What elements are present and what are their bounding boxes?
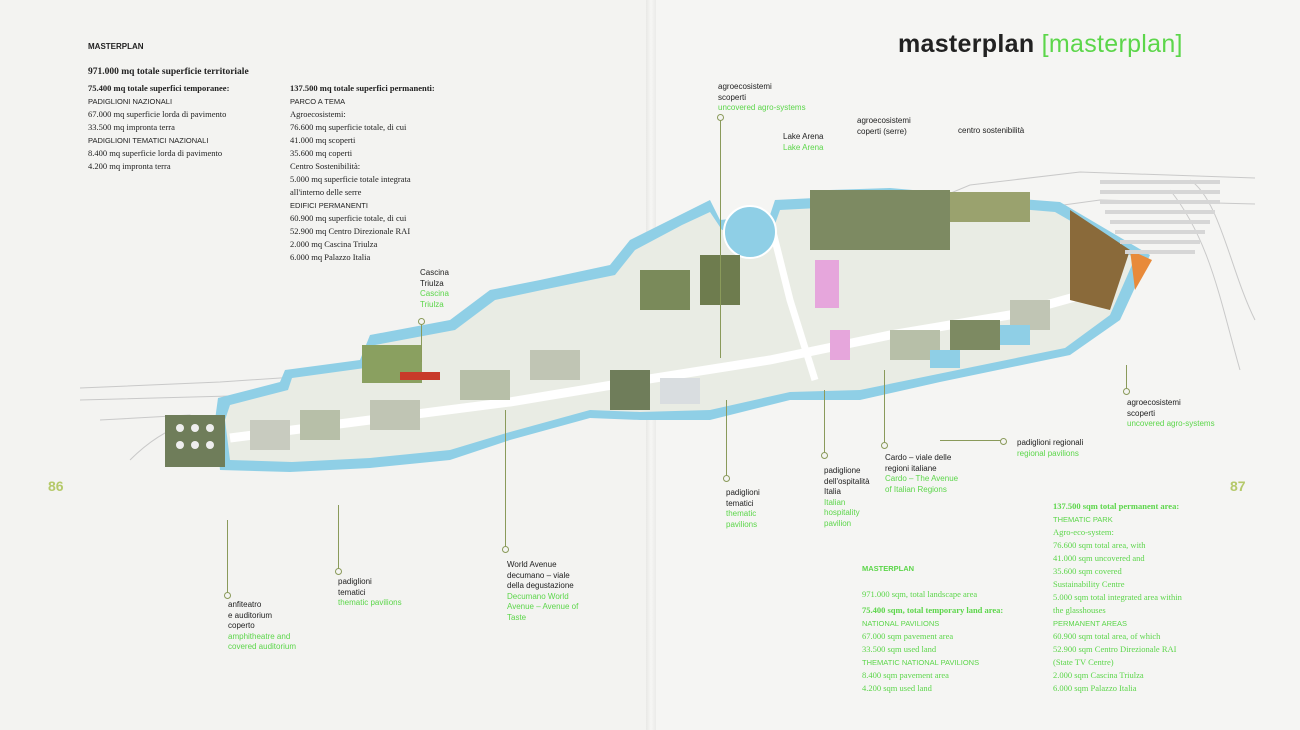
label-agro-coperti: agroecosistemi coperti (serre) [857,116,911,136]
label-ospitalita: padiglione dell'ospitalità Italia Italia… [824,466,870,528]
label-cardo: Cardo – viale delle regioni italiane Car… [885,453,959,494]
right-col1-line: 33.500 sqm used land [862,644,937,654]
left-col1-line: 33.500 mq impronta terra [88,122,175,132]
masterplan-map [79,171,1256,472]
right-col2-line: 52.900 sqm Centro Direzionale RAI [1053,644,1177,654]
right-col1-line: 4.200 sqm used land [862,683,932,693]
leader-dot [502,546,509,553]
label-cascina-triulza: Cascina Triulza Cascina Triulza [420,268,449,309]
page-number-left: 86 [48,478,64,494]
leader-dot [717,114,724,121]
right-col2-line: 76.600 sqm total area, with [1053,540,1146,550]
left-col2-line: 41.000 mq scoperti [290,135,356,145]
right-heading: MASTERPLAN [862,564,915,573]
left-col1-line: 8.400 mq superficie lorda di pavimento [88,148,223,158]
right-col2-line: 6.000 sqm Palazzo Italia [1053,683,1137,693]
right-col1-line: 971.000 sqm, total landscape area [862,589,978,599]
leader-line [726,400,727,478]
right-col2-line: 2.000 sqm Cascina Triulza [1053,670,1144,680]
left-col2-line: 2.000 mq Cascina Triulza [290,239,378,249]
left-col2-line: 35.600 mq coperti [290,148,353,158]
right-col1-line: 75.400 sqm, total temporary land area: [862,605,1004,615]
page-number-right: 87 [1230,478,1246,494]
parking-area [1100,180,1220,254]
right-col2-line: THEMATIC PARK [1053,515,1113,524]
leader-dot [723,475,730,482]
leader-line [824,390,825,455]
label-centro-sostenibilita: centro sostenibilità [958,126,1025,135]
leader-dot [1000,438,1007,445]
label-padiglioni-tematici-right: padiglioni tematici thematic pavilions [726,488,760,529]
page-title: masterplan [masterplan] [898,30,1183,59]
leader-line [884,370,885,445]
left-col2-line: Agroecosistemi: [290,109,346,119]
leader-dot [1123,388,1130,395]
leader-line [421,322,422,362]
right-col1-line: NATIONAL PAVILIONS [862,619,940,628]
left-col1-line: 67.000 mq superficie lorda di pavimento [88,109,227,119]
label-padiglioni-tematici-left: padiglioni tematici thematic pavilions [338,577,402,607]
leader-line [1126,365,1127,390]
right-col2-line: 137.500 sqm total permanent area: [1053,501,1180,511]
left-col1-line: PADIGLIONI NAZIONALI [88,97,173,106]
label-world-avenue: World Avenue decumano – viale della degu… [507,560,579,622]
leader-line [720,118,721,358]
left-col2-line: 60.900 mq superficie totale, di cui [290,213,407,223]
cardo-road [766,219,819,382]
left-col2-line: 6.000 mq Palazzo Italia [290,252,371,262]
left-col2-line: 5.000 mq superficie totale integrata [290,174,411,184]
title-accent: [masterplan] [1041,30,1183,58]
right-col2-line: 5.000 sqm total integrated area within [1053,592,1182,602]
left-col2-line: 76.600 mq superficie totale, di cui [290,122,407,132]
left-col1-line: 75.400 mq totale superfici temporanee: [88,83,230,93]
lake-arena-shape [723,205,777,259]
left-heading: MASTERPLAN [88,42,144,51]
right-col1-line: 8.400 sqm pavement area [862,670,949,680]
right-col2-line: PERMANENT AREAS [1053,619,1128,628]
leader-line [227,520,228,595]
left-col2-line: PARCO A TEMA [290,97,346,106]
right-col2-line: 35.600 sqm covered [1053,566,1122,576]
left-col1-line: 4.200 mq impronta terra [88,161,171,171]
leader-dot [821,452,828,459]
right-col2-line: 60.900 sqm total area, of which [1053,631,1161,641]
title-main: masterplan [898,30,1035,58]
label-padiglioni-regionali: padiglioni regionali regional pavilions [1017,438,1084,458]
leader-line [940,440,1002,441]
right-col2-line: (State TV Centre) [1053,657,1114,667]
leader-dot [881,442,888,449]
label-anfiteatro: anfiteatro e auditorium coperto amphithe… [228,600,297,651]
left-col1-line: PADIGLIONI TEMATICI NAZIONALI [88,136,209,145]
right-col1-line: THEMATIC NATIONAL PAVILIONS [862,658,980,667]
left-col2-line: all'interno delle serre [290,187,362,197]
leader-line [338,505,339,570]
leader-line [505,410,506,548]
leader-dot [224,592,231,599]
right-col1-line: 67.000 sqm pavement area [862,631,954,641]
site-land [225,198,1135,462]
left-col2-line: 137.500 mq totale superfici permanenti: [290,83,435,93]
left-col2-line: 52.900 mq Centro Direzionale RAI [290,226,411,236]
left-col1-line: 971.000 mq totale superficie territorial… [88,67,249,77]
leader-dot [418,318,425,325]
right-col2-line: 41.000 sqm uncovered and [1053,553,1145,563]
left-col2-line: EDIFICI PERMANENTI [290,201,368,210]
pavilion-blocks [165,190,1152,467]
leader-dot [335,568,342,575]
label-agro-scoperti-right: agroecosistemi scoperti uncovered agro-s… [1127,398,1215,428]
right-col2-line: the glasshouses [1053,605,1106,615]
right-col2-line: Agro-eco-system: [1053,527,1114,537]
label-lake-arena: Lake Arena Lake Arena [783,132,824,152]
label-agro-scoperti-top: agroecosistemi scoperti uncovered agro-s… [718,82,806,112]
left-col2-line: Centro Sostenibilità: [290,161,361,171]
right-col2-line: Sustainability Centre [1053,579,1125,589]
